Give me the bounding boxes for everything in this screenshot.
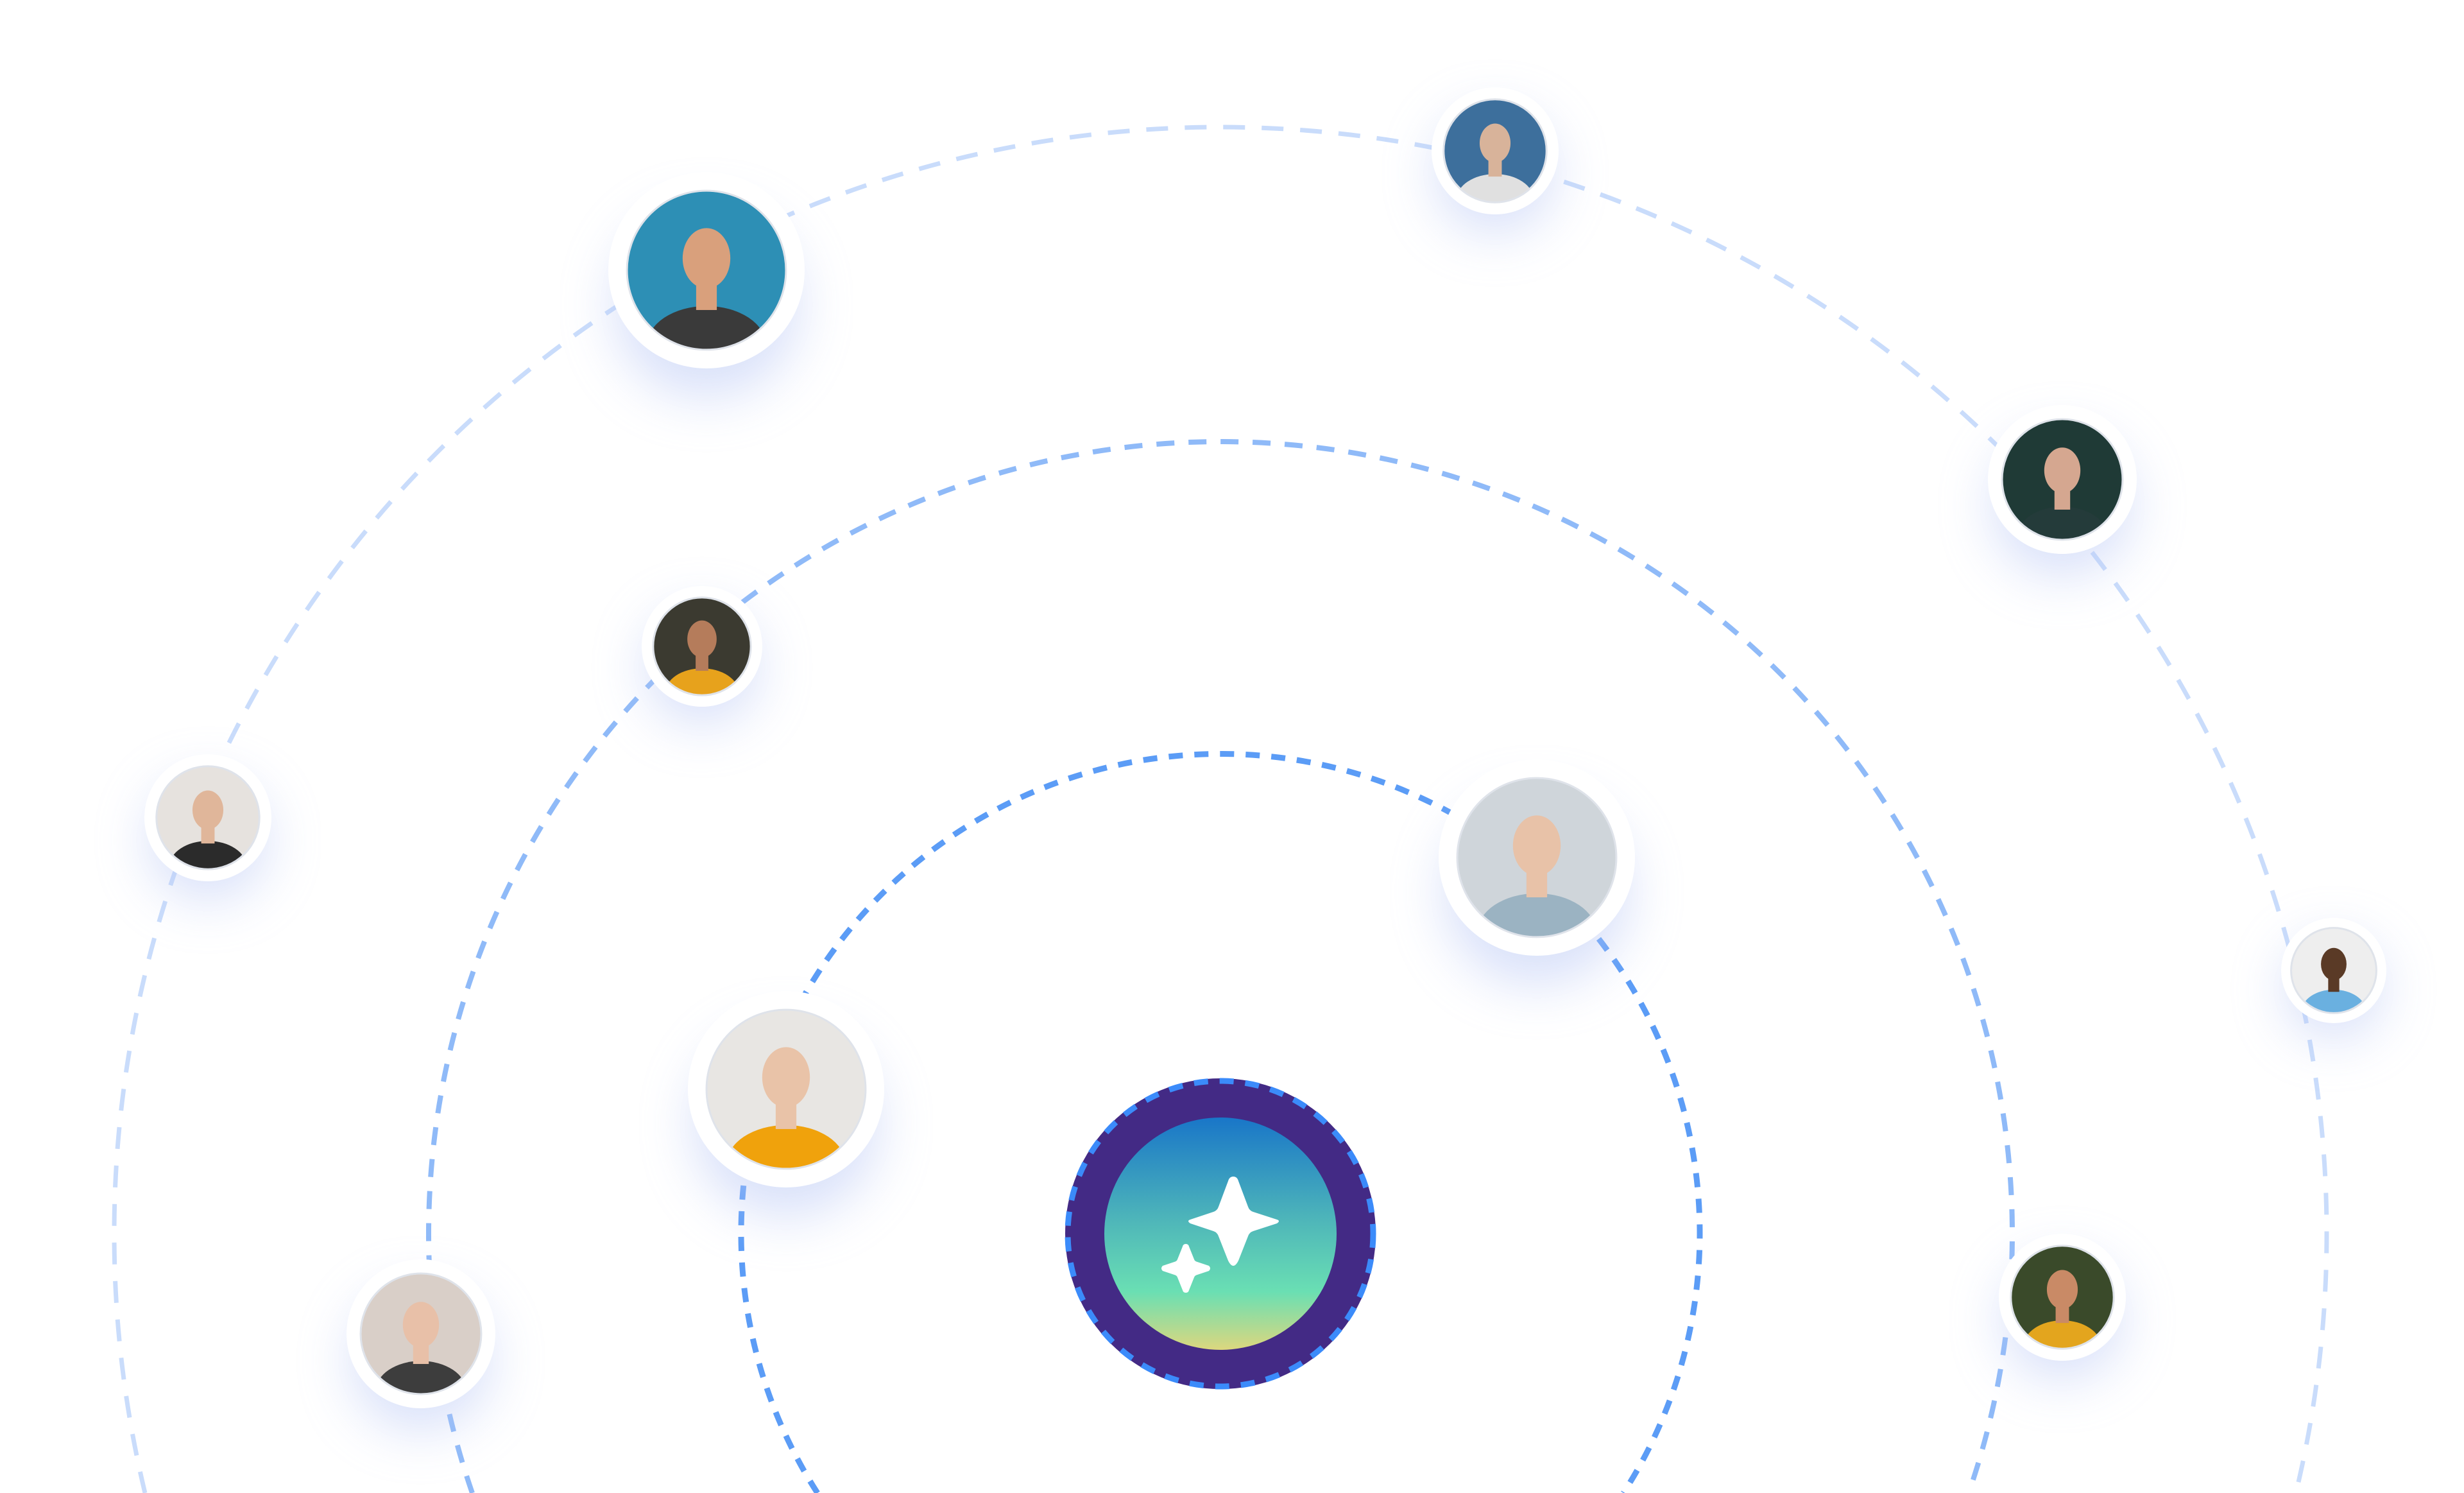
avatar-woman-icon [156, 766, 260, 870]
hub-dashed-border [1065, 1078, 1376, 1390]
orbit-middle [426, 439, 2015, 1493]
avatar-man-icon [2291, 928, 2377, 1014]
avatar-woman-icon [361, 1273, 481, 1394]
avatar-border [1442, 98, 1548, 203]
avatar-border [652, 596, 752, 696]
avatar-border [626, 189, 787, 351]
hub [1065, 1078, 1376, 1390]
avatar[interactable] [608, 172, 805, 398]
avatar-border [705, 1008, 867, 1170]
avatar-group [144, 87, 2386, 1431]
avatar-woman-icon [653, 597, 751, 696]
sparkles-icon [1161, 1177, 1279, 1293]
avatar-border [2001, 418, 2124, 541]
avatar[interactable] [1999, 1234, 2126, 1380]
avatar[interactable] [1988, 405, 2137, 576]
avatar-woman-icon [2002, 419, 2123, 540]
avatar-elderly-man-icon [1443, 99, 1547, 203]
avatar[interactable] [1432, 87, 1559, 234]
avatar[interactable] [2281, 918, 2386, 1039]
avatar-border [1456, 777, 1618, 938]
avatar[interactable] [642, 586, 762, 725]
avatar[interactable] [346, 1259, 495, 1431]
avatar-man-icon [627, 191, 786, 350]
avatar[interactable] [1439, 759, 1635, 985]
orbit-inner [738, 751, 1703, 1493]
avatar[interactable] [688, 991, 884, 1217]
avatar-man-icon [2010, 1245, 2114, 1349]
avatar-elderly-woman-icon [706, 1010, 866, 1169]
avatar[interactable] [144, 754, 271, 901]
avatar-border [2010, 1245, 2115, 1350]
avatar-border [359, 1272, 483, 1395]
avatar-border [155, 765, 261, 870]
avatar-border [2290, 927, 2377, 1014]
avatar-woman-icon [1457, 778, 1616, 937]
